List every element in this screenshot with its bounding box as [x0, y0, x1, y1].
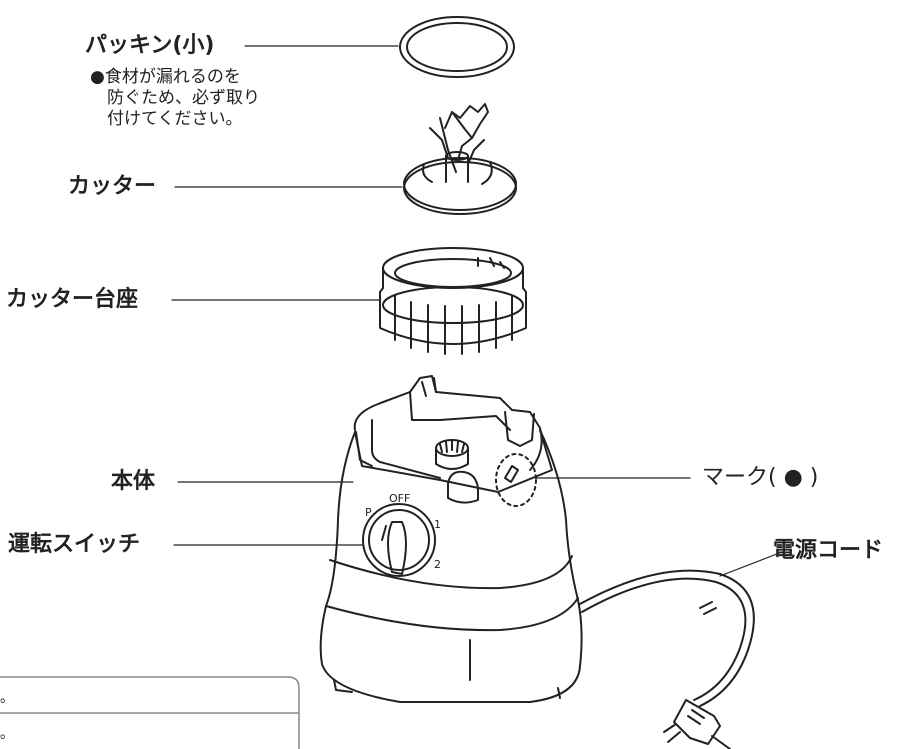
leader-lines [171, 45, 783, 577]
dial-p-label: P [365, 506, 372, 519]
table-fragment-text-2: 。 [0, 726, 14, 742]
blender-body [319, 375, 583, 703]
table-fragment-text-1: 。 [0, 690, 14, 706]
power-cord [579, 569, 755, 749]
cutter [403, 103, 517, 215]
cutter-base-label: カッター台座 [6, 287, 139, 312]
switch-label: 運転スイッチ [8, 532, 141, 557]
dial-off-label: OFF [389, 492, 410, 505]
packing-note-line-1: ●食材が漏れるのを [90, 67, 241, 87]
cord-label: 電源コード [773, 538, 884, 563]
cutter-label: カッター [68, 174, 157, 199]
cutter-base [379, 247, 527, 355]
packing-ring [399, 16, 515, 78]
packing-note-line-3: 付けてください。 [107, 109, 243, 129]
packing-label: パッキン(小) [85, 33, 215, 58]
packing-note: ●食材が漏れるのを 防ぐため、必ず取り 付けてください。 [90, 67, 260, 130]
body-label: 本体 [111, 469, 156, 494]
dial-1-label: 1 [434, 518, 441, 531]
table-fragment [0, 676, 300, 749]
packing-note-line-2: 防ぐため、必ず取り [107, 88, 260, 108]
dial-2-label: 2 [434, 558, 441, 571]
mark-label: マーク( ● ) [702, 465, 819, 490]
